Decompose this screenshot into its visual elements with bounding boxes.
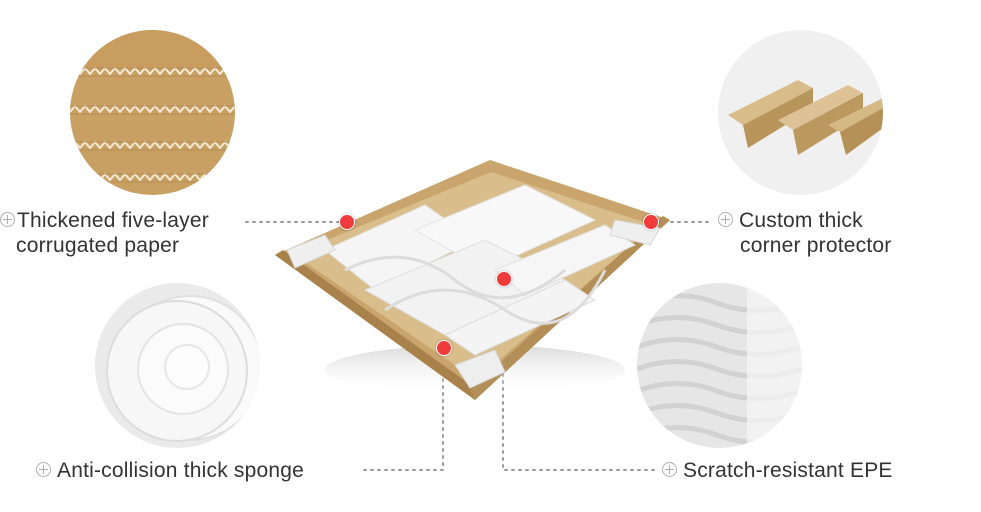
label-corner-line2: corner protector xyxy=(740,234,892,257)
package-box-image xyxy=(265,150,685,405)
circle-plus-icon xyxy=(718,211,733,227)
circle-plus-icon xyxy=(0,211,15,227)
marker-epe[interactable] xyxy=(496,271,512,287)
marker-sponge[interactable] xyxy=(436,340,452,356)
corrugated-paper-image xyxy=(70,30,235,195)
label-paper-line2: corrugated paper xyxy=(16,234,180,257)
marker-corner[interactable] xyxy=(643,214,659,230)
marker-paper[interactable] xyxy=(339,214,355,230)
label-corner-line1: Custom thick xyxy=(739,209,863,232)
circle-plus-icon xyxy=(662,461,677,477)
label-sponge-text: Anti-collision thick sponge xyxy=(57,459,305,482)
label-paper-line1: Thickened five-layer xyxy=(17,209,209,232)
sponge-image xyxy=(95,283,260,448)
label-corner: Custom thick corner protector xyxy=(718,208,891,258)
circle-plus-icon xyxy=(36,461,51,477)
label-epe-text: Scratch-resistant EPE xyxy=(683,459,893,482)
corner-protector-image xyxy=(718,30,883,195)
label-epe: Scratch-resistant EPE xyxy=(662,458,893,483)
label-sponge: Anti-collision thick sponge xyxy=(36,458,304,483)
label-paper: Thickened five-layer corrugated paper xyxy=(0,208,209,258)
